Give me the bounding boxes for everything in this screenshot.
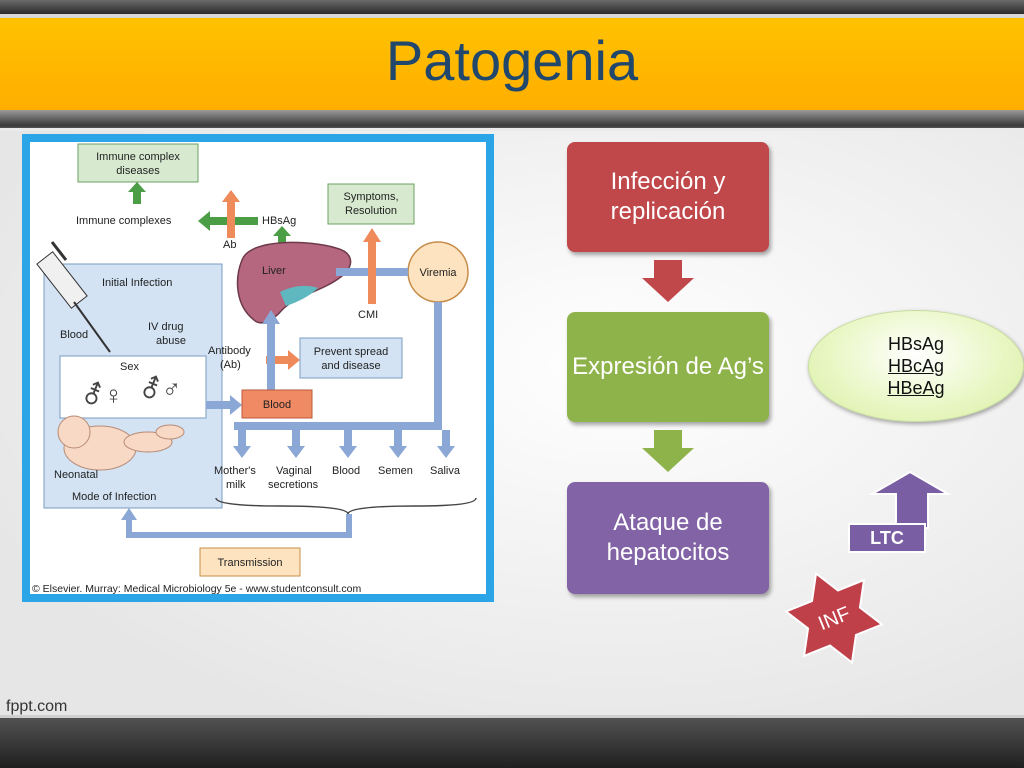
arrowhead-diseases-icon [128, 182, 146, 192]
arrow-down-green-icon [642, 430, 694, 472]
arrow-down-red-icon [642, 260, 694, 302]
copyright-label: © Elsevier. Murray: Medical Microbiology… [32, 583, 362, 594]
syringe-icon [36, 241, 111, 353]
antibody-label-2: (Ab) [220, 359, 241, 371]
gender-symbols-right-icon: ⚦♂ [140, 374, 181, 404]
hbsag-label: HBsAg [262, 215, 296, 227]
antigen-hbcag: HBcAg [887, 356, 945, 376]
prevent-spread-label-1: Prevent spread [314, 346, 389, 358]
transmission-box [199, 547, 301, 577]
arrowhead-ab-icon [222, 190, 240, 202]
ltc-label-box: LTC [848, 523, 926, 553]
connector-region-blood [206, 401, 232, 409]
arrow-right-antibody [266, 356, 290, 364]
top-light-line [0, 14, 1024, 18]
arrow-up-ab [227, 200, 235, 238]
title-bar [0, 18, 1024, 110]
antibody-label-1: Antibody [208, 345, 251, 357]
flow-step-hepatocyte-attack: Ataque de hepatocitos [567, 482, 769, 594]
saliva-label: Saliva [430, 465, 461, 477]
immune-complexes-label: Immune complexes [76, 215, 172, 227]
antigen-ellipse: HBsAg HBcAg HBeAg [808, 310, 1024, 422]
loop-connector-up [126, 516, 132, 538]
sex-box [59, 355, 207, 419]
antigen-hbeag: HBeAg [887, 378, 945, 398]
transmission-label: Transmission [218, 557, 283, 569]
immune-complex-diseases-label-1: Immune complex [96, 151, 180, 163]
loop-connector-down [346, 514, 352, 538]
initial-infection-label: Initial Infection [102, 277, 172, 289]
blood-box-label: Blood [263, 399, 291, 411]
baby-icon [57, 415, 185, 471]
footer-text: fppt.com [6, 698, 68, 715]
cmi-label: CMI [358, 309, 378, 321]
vaginal-label-1: Vaginal [276, 465, 312, 477]
vaginal-label-2: secretions [268, 479, 319, 491]
symptoms-box [327, 183, 415, 225]
flow-step-infection-label: Infección y replicación [610, 168, 726, 225]
iv-drug-label-1: IV drug [148, 321, 183, 333]
transmission-arrows [233, 430, 455, 458]
arrowhead-antibody-icon [288, 350, 300, 370]
arrowhead-blood-icon [230, 395, 242, 415]
symptoms-label-1: Symptoms, [343, 191, 398, 203]
flow-step-hepatocyte-attack-label: Ataque de hepatocitos [606, 509, 730, 566]
transmission-bar [234, 422, 442, 430]
bottom-light-line [0, 715, 1024, 718]
bottom-dark-strip [0, 715, 1024, 768]
semen-label: Semen [378, 465, 413, 477]
immune-complex-diseases-label-2: diseases [116, 165, 160, 177]
gender-symbols-left-icon: ⚦♀ [82, 380, 123, 410]
prevent-spread-box [299, 337, 403, 379]
mothers-milk-label-2: milk [226, 479, 246, 491]
symptoms-label-2: Resolution [345, 205, 397, 217]
flow-step-infection: Infección y replicación [567, 142, 769, 252]
pathogenesis-figure: Immune complex diseases Immune complexes… [22, 134, 494, 602]
immune-complex-diseases-box [77, 143, 199, 183]
arrowhead-liver-icon [262, 310, 280, 324]
prevent-spread-label-2: and disease [321, 360, 380, 372]
arrow-up-diseases [133, 190, 141, 204]
mothers-milk-label-1: Mother's [214, 465, 256, 477]
grouping-brace [215, 497, 477, 515]
pathogenesis-figure-canvas: Immune complex diseases Immune complexes… [30, 142, 486, 594]
arrowhead-hbsag-icon [273, 226, 291, 236]
bent-arrow-up-icon [868, 470, 952, 529]
arrowhead-left-icon [198, 211, 210, 231]
inf-star-badge: INF [784, 571, 884, 665]
neonatal-label: Neonatal [54, 469, 98, 481]
connector-blood-up [267, 320, 275, 390]
flow-step-antigen-expression: Expresión de Ag’s [567, 312, 769, 422]
title-bottom-line [0, 128, 1024, 131]
blood-box [241, 389, 313, 419]
ab-label: Ab [223, 239, 236, 251]
antigen-hbsag: HBsAg [887, 334, 945, 354]
pathogenesis-diagram: Immune complex diseases Immune complexes… [32, 143, 477, 594]
liver-shape [236, 241, 352, 324]
liver-label: Liver [262, 265, 286, 277]
flow-step-antigen-expression-label: Expresión de Ag’s [572, 353, 764, 380]
slide-title: Patogenia [385, 29, 639, 92]
iv-drug-label-2: abuse [156, 335, 186, 347]
arrow-up-cmi [368, 240, 376, 304]
top-dark-strip [0, 0, 1024, 14]
blood-left-label: Blood [60, 329, 88, 341]
blood-bottom-label: Blood [332, 465, 360, 477]
viremia-label: Viremia [419, 267, 457, 279]
mode-of-infection-label: Mode of Infection [72, 491, 156, 503]
arrowhead-cmi-icon [363, 228, 381, 242]
gallbladder-shape [280, 285, 318, 306]
arrowhead-loop-icon [121, 508, 137, 520]
loop-connector-left [126, 532, 352, 538]
title-bottom-strip [0, 110, 1024, 132]
ltc-label: LTC [870, 527, 904, 548]
connector-viremia-down [434, 302, 442, 426]
sex-label: Sex [120, 361, 139, 373]
